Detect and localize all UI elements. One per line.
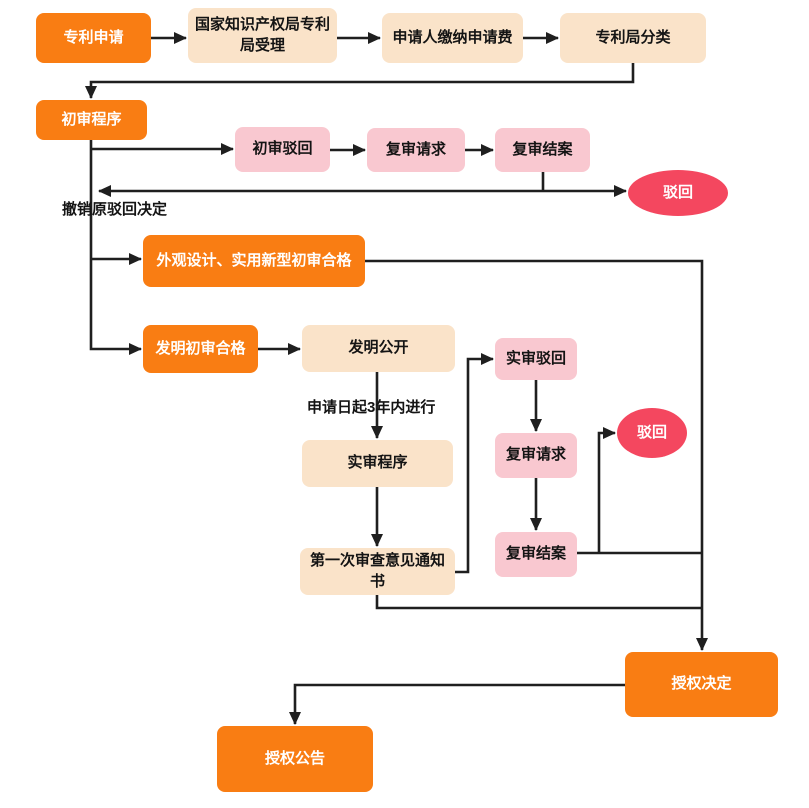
- node-label-reexam-closed-1: 复审结案: [512, 140, 573, 158]
- edge-classification-to-prelim: [85, 63, 635, 99]
- node-label-grant-decision: 授权决定: [671, 675, 732, 693]
- node-label-prelim-rejection: 初审驳回: [252, 140, 313, 158]
- node-rejected-2: 驳回: [617, 408, 687, 458]
- node-label-reexam-request-1: 复审请求: [385, 140, 446, 158]
- node-label-first-office-action: 第一次审查意见通知书: [309, 552, 445, 590]
- node-label-reexam-closed-2: 复审结案: [505, 545, 566, 563]
- edge-design-utility-to-grant: [365, 259, 708, 651]
- node-label-rejected-1: 驳回: [662, 183, 693, 201]
- node-prelim-rejection: 初审驳回: [235, 127, 330, 172]
- edge-prelim-to-invention-pass: [89, 140, 142, 355]
- edge-office-action-to-grant-line: [375, 595, 703, 610]
- node-label-design-utility-pass: 外观设计、实用新型初审合格: [156, 251, 352, 269]
- node-cnipa-acceptance: 国家知识产权局专利局受理: [188, 8, 337, 63]
- node-invention-publication: 发明公开: [302, 325, 455, 372]
- node-label-office-classification: 专利局分类: [595, 28, 671, 46]
- edge-label-within-3-years: 申请日起3年内进行: [307, 399, 436, 416]
- node-label-substantive-rejection: 实审驳回: [505, 349, 566, 367]
- node-reexam-request-2: 复审请求: [495, 433, 577, 478]
- edge-office-action-to-rejection: [455, 353, 494, 574]
- node-label-pay-application-fee: 申请人缴纳申请费: [392, 28, 513, 46]
- edge-grant-decision-to-publication: [289, 683, 625, 725]
- node-office-classification: 专利局分类: [560, 13, 706, 63]
- edge-reexam-closed2-to-rejected2: [597, 427, 616, 553]
- node-first-office-action: 第一次审查意见通知书: [300, 548, 455, 595]
- node-patent-application: 专利申请: [36, 13, 151, 63]
- node-label-substantive-exam: 实审程序: [347, 454, 408, 472]
- node-label-patent-application: 专利申请: [63, 28, 124, 46]
- node-label-invention-pass: 发明初审合格: [155, 339, 246, 357]
- node-rejected-1: 驳回: [628, 170, 728, 216]
- node-pay-application-fee: 申请人缴纳申请费: [382, 13, 523, 63]
- node-label-grant-publication: 授权公告: [264, 749, 325, 767]
- node-substantive-exam: 实审程序: [302, 440, 453, 487]
- node-label-invention-publication: 发明公开: [348, 339, 409, 357]
- node-reexam-closed-1: 复审结案: [495, 128, 590, 172]
- node-grant-publication: 授权公告: [217, 726, 373, 792]
- node-reexam-request-1: 复审请求: [367, 128, 465, 172]
- node-label-cnipa-acceptance: 国家知识产权局专利局受理: [194, 16, 330, 54]
- node-reexam-closed-2: 复审结案: [495, 532, 577, 577]
- node-label-preliminary-exam: 初审程序: [61, 110, 122, 128]
- node-invention-pass: 发明初审合格: [143, 325, 258, 373]
- node-label-reexam-request-2: 复审请求: [505, 446, 566, 464]
- node-label-rejected-2: 驳回: [636, 423, 667, 441]
- node-grant-decision: 授权决定: [625, 652, 778, 717]
- node-design-utility-pass: 外观设计、实用新型初审合格: [143, 235, 365, 287]
- node-substantive-rejection: 实审驳回: [495, 338, 577, 380]
- node-preliminary-exam: 初审程序: [36, 100, 147, 140]
- edge-label-revoke-original-rejection: 撤销原驳回决定: [62, 201, 168, 218]
